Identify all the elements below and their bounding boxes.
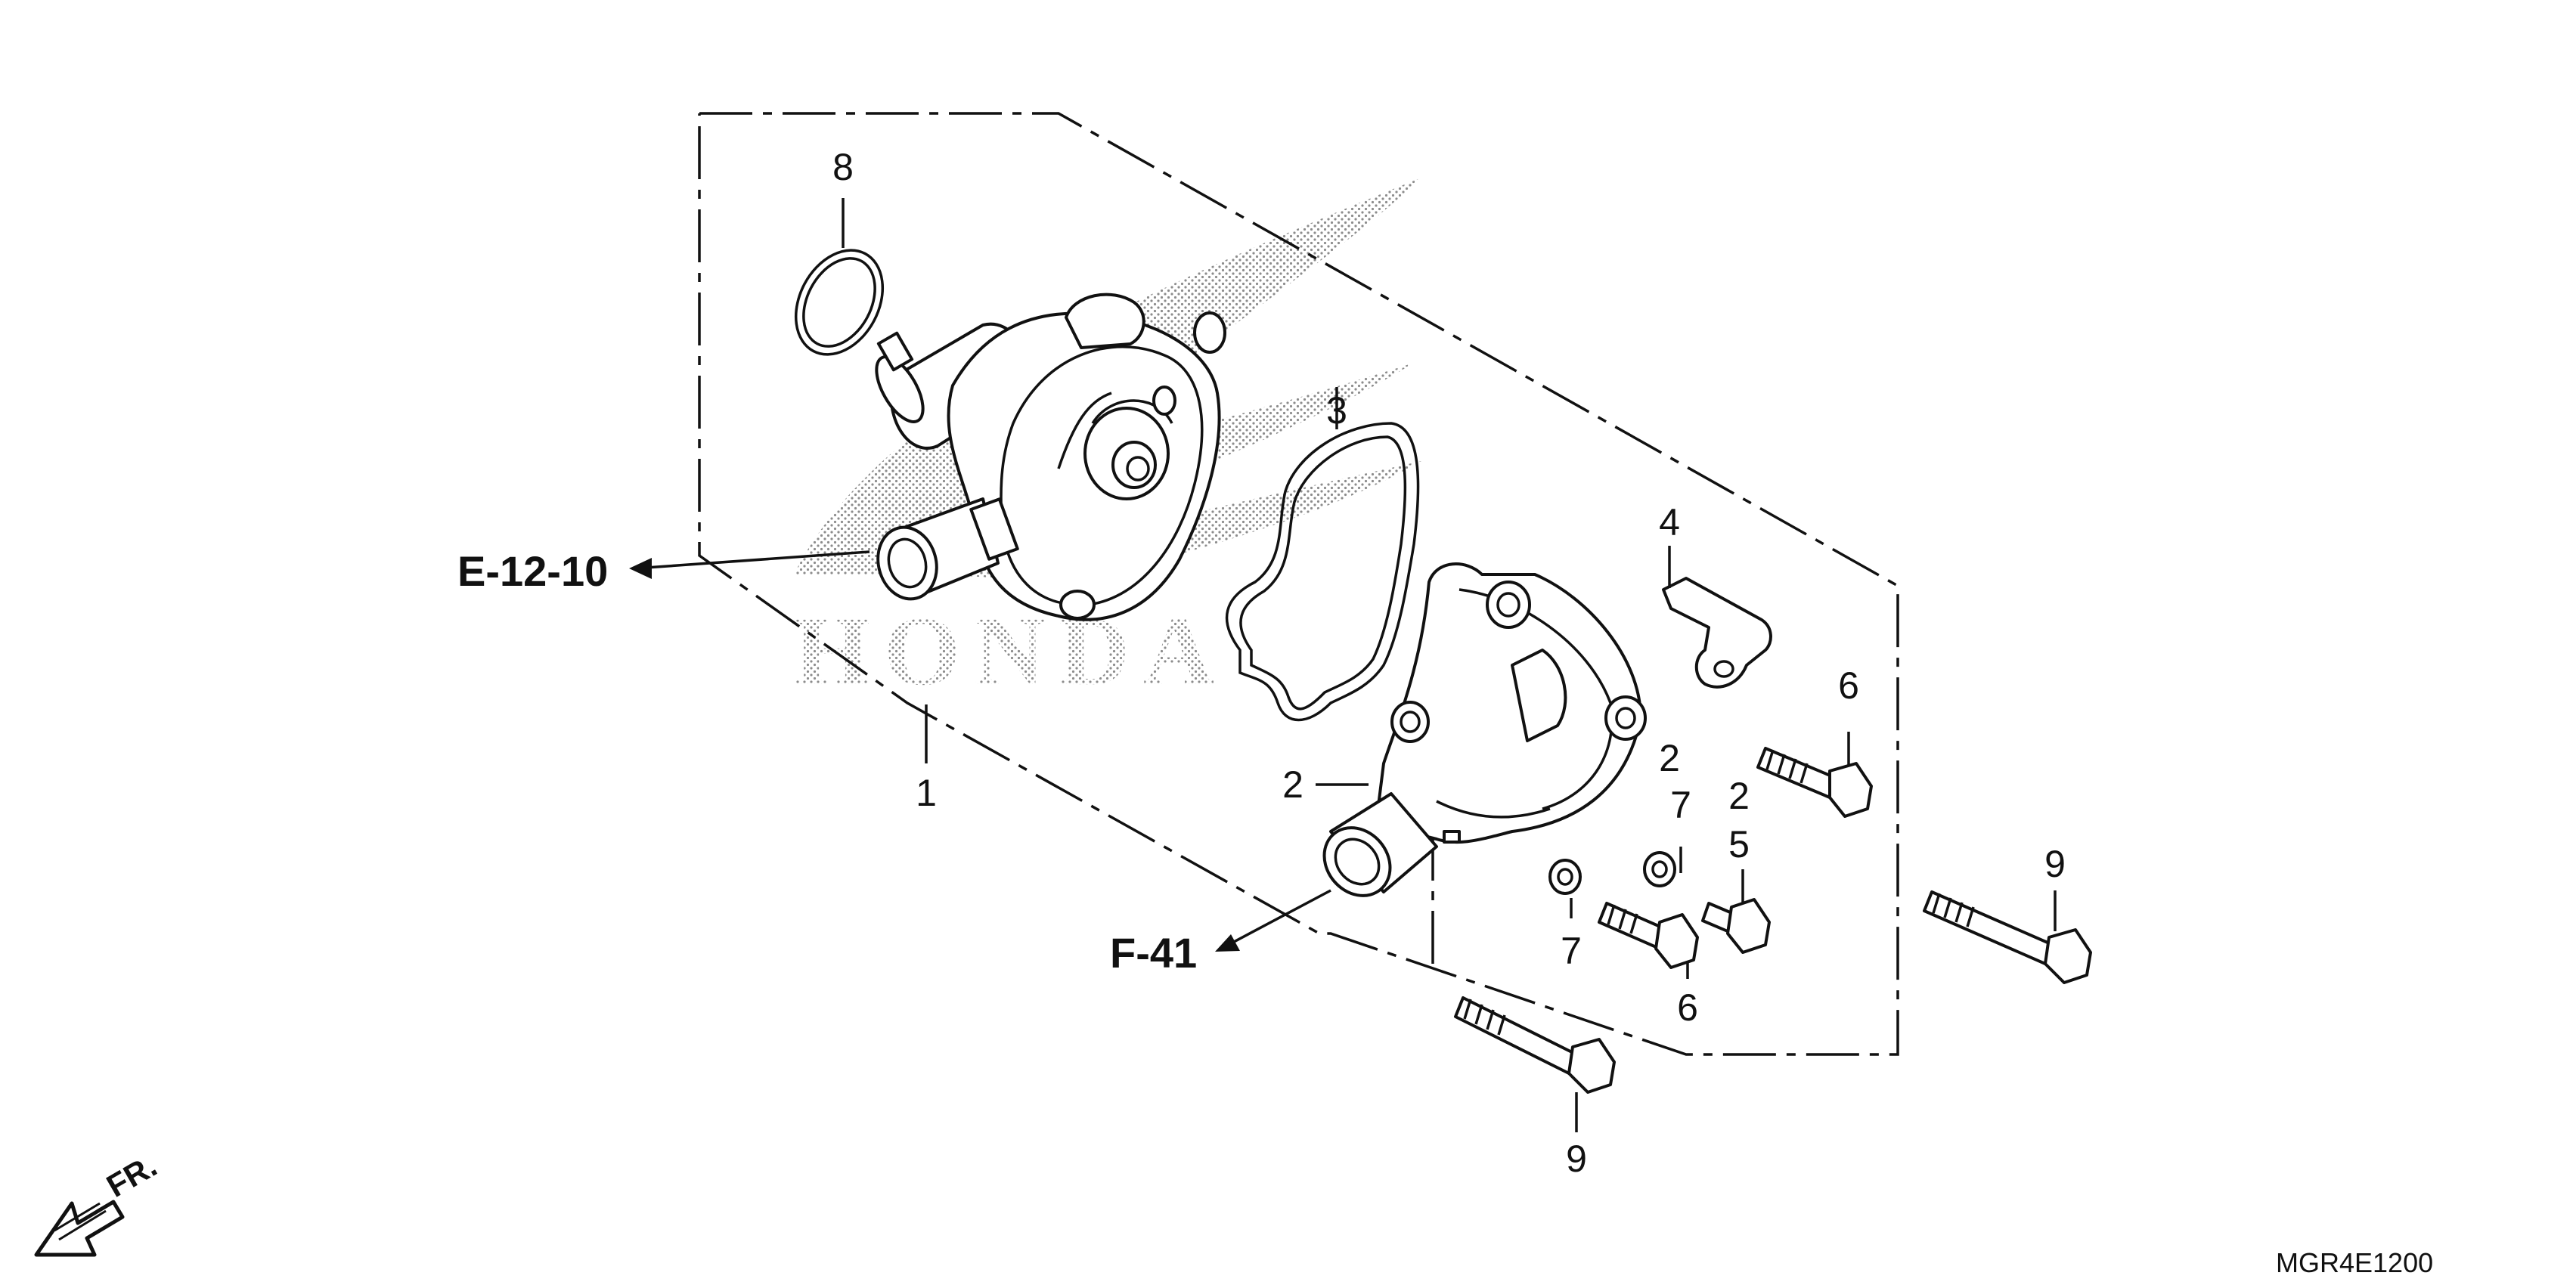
callout-5: 5 bbox=[1728, 823, 1750, 865]
bolt-part-6-upper bbox=[1756, 747, 1873, 818]
callout-2-cover: 2 bbox=[1282, 763, 1303, 806]
reference-arrow-bottom bbox=[1215, 889, 1331, 952]
front-direction-label: FR. bbox=[101, 1147, 163, 1204]
reference-label-e-12-10: E-12-10 bbox=[457, 547, 608, 595]
washer-part-7-left bbox=[1548, 859, 1582, 895]
assembly-frame bbox=[698, 112, 1899, 1056]
callout-9-lower: 9 bbox=[1566, 1138, 1587, 1180]
callout-6-lower: 6 bbox=[1677, 986, 1698, 1029]
bolt-part-6-lower bbox=[1598, 902, 1699, 969]
pump-cover bbox=[1322, 562, 1647, 897]
callout-7-right: 7 bbox=[1670, 784, 1691, 826]
bracket-hole bbox=[1713, 660, 1734, 678]
callout-7-left: 7 bbox=[1561, 930, 1582, 972]
callout-6-upper: 6 bbox=[1838, 664, 1859, 707]
callout-4: 4 bbox=[1659, 501, 1680, 543]
bolt-part-9-right bbox=[1923, 890, 2092, 984]
bolt-part-5 bbox=[1701, 898, 1771, 954]
callout-2-right: 2 bbox=[1728, 775, 1750, 817]
reference-label-f-41: F-41 bbox=[1110, 929, 1197, 977]
callout-2-left: 2 bbox=[1659, 737, 1680, 779]
callout-8: 8 bbox=[832, 146, 854, 188]
gasket-part-3-inner bbox=[1239, 435, 1407, 711]
callout-1: 1 bbox=[916, 772, 937, 814]
front-direction-arrow: FR. bbox=[34, 1147, 163, 1257]
diagram-code: MGR4E1200 bbox=[2276, 1247, 2433, 1278]
bolt-part-9-lower bbox=[1454, 996, 1616, 1094]
washer-part-7-right bbox=[1643, 851, 1676, 887]
callout-9-right: 9 bbox=[2044, 843, 2066, 885]
callout-3: 3 bbox=[1326, 389, 1347, 432]
leader-lines bbox=[842, 198, 2057, 1132]
o-ring-part-8 bbox=[794, 249, 885, 356]
gasket-part-3 bbox=[1225, 422, 1420, 722]
bracket-part-4 bbox=[1662, 577, 1772, 689]
reference-arrow-left bbox=[629, 550, 870, 579]
water-pump-part-1 bbox=[875, 293, 1226, 621]
honda-watermark-text: HONDA bbox=[794, 597, 1228, 706]
